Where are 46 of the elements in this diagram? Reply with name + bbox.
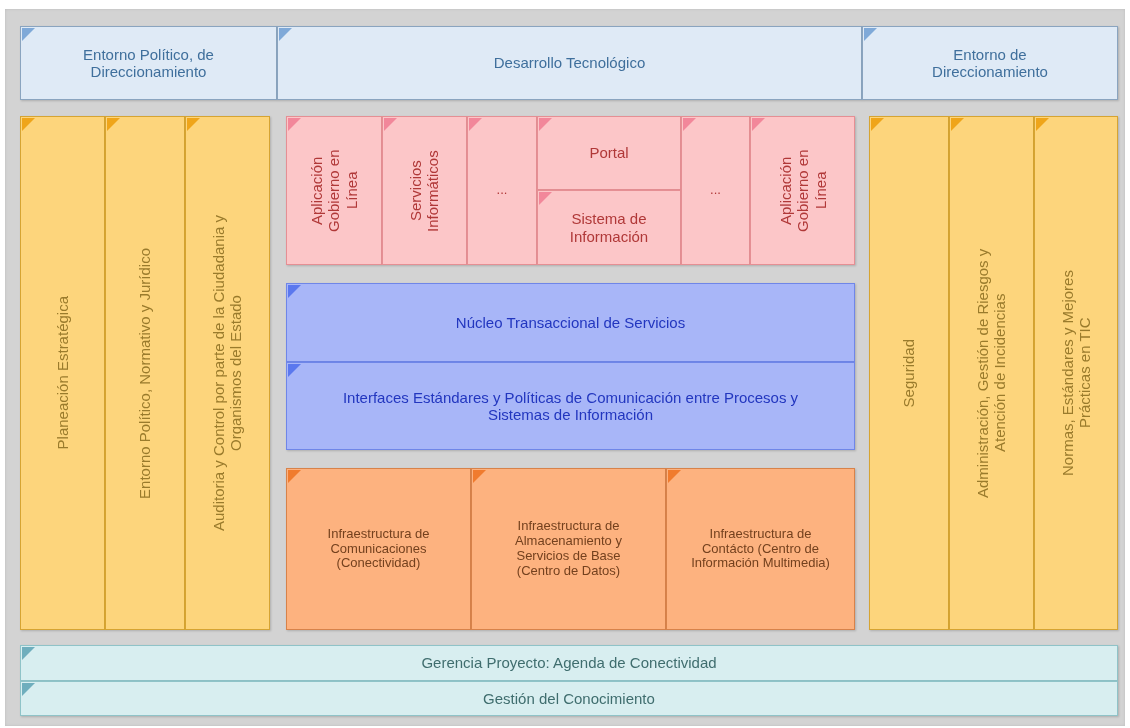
layer-box [869, 116, 949, 630]
layer-label: ... [496, 183, 508, 198]
layer-box [666, 468, 855, 630]
layer-box [471, 468, 666, 630]
layer-box [286, 283, 855, 362]
layer-label: Gestión del Conocimiento [483, 689, 655, 708]
layer-box [185, 116, 270, 630]
layer-label: Entorno Político, de Direccionamiento [82, 45, 215, 81]
layer-box [286, 116, 382, 265]
layer-label: Desarrollo Tecnológico [493, 54, 646, 72]
layer-box [286, 468, 471, 630]
layer-label: Seguridad [900, 338, 918, 408]
layer-box [1034, 116, 1118, 630]
layer-box [537, 190, 681, 265]
layer-label: Auditoria y Control por parte de la Ciudadania y Organismos del Estado [210, 214, 245, 533]
layer-box [750, 116, 855, 265]
layer-box [382, 116, 467, 265]
layer-label: Administración, Gestión de Riesgos y Atención de Incidencias [974, 247, 1009, 500]
layer-box [105, 116, 185, 630]
layer-label: Normas, Estándares y Mejores Prácticas en TIC [1058, 269, 1094, 478]
layer-label: Aplicación Gobierno en Línea [308, 148, 360, 234]
layer-label: Entorno Político, Normativo y Jurídico [136, 247, 154, 499]
layer-label: Planeación Estratégica [53, 296, 72, 450]
layer-box [20, 645, 1118, 681]
layer-label: Infraestructura de Almacenamiento y Servicios de Base (Centro de Datos) [514, 519, 623, 579]
layer-label: Núcleo Transaccional de Servicios [455, 313, 686, 332]
layer-label: ... [710, 183, 721, 198]
layer-box [681, 116, 750, 265]
layer-box [20, 26, 277, 100]
layer-box [286, 362, 855, 450]
layer-box [949, 116, 1034, 630]
layer-box [20, 681, 1118, 716]
layer-label: Aplicación Gobierno en Línea [776, 148, 829, 234]
layer-label: Servicios Informáticos [407, 148, 442, 234]
layer-box [277, 26, 862, 100]
layer-label: Infraestructura de Comunicaciones (Conectividad) [326, 526, 431, 572]
layer-label: Entorno de Direccionamiento [931, 45, 1049, 81]
layer-label: Gerencia Proyecto: Agenda de Conectividad [421, 654, 717, 672]
layer-box [467, 116, 537, 265]
layer-label: Portal [589, 144, 629, 162]
layer-box [862, 26, 1118, 100]
layer-label: Interfaces Estándares y Políticas de Comunicación entre Procesos y Sistemas de Información [341, 388, 800, 424]
layer-label: Infraestructura de Contácto (Centro de Información Multimedia) [690, 526, 831, 572]
layer-label: Sistema de Información [568, 210, 650, 245]
layer-box [537, 116, 681, 190]
layer-box [20, 116, 105, 630]
